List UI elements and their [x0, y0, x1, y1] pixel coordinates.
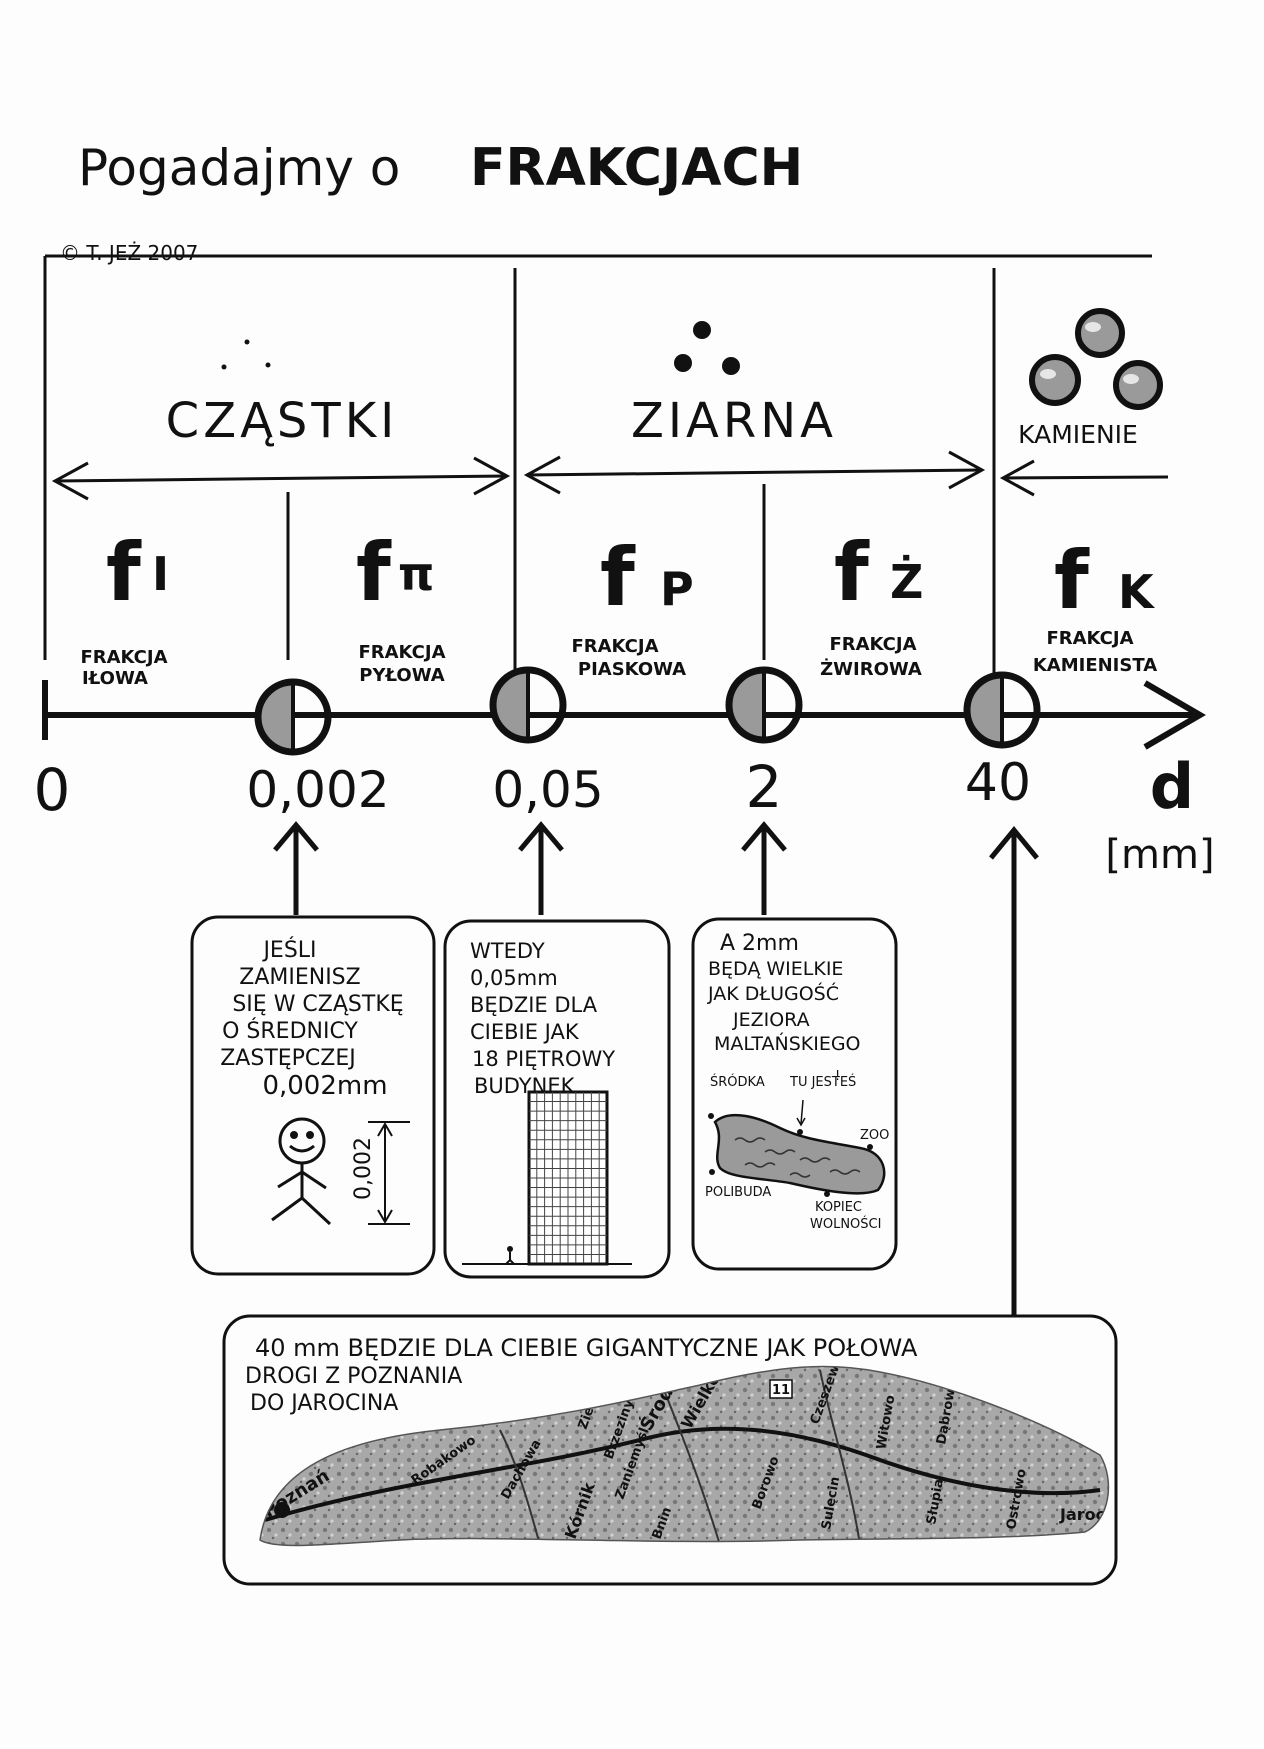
title-bold: FRAKCJACH [470, 138, 803, 198]
symbol-fpi-sub: π [398, 547, 434, 601]
map-jarocin: Jarocin [1059, 1505, 1122, 1524]
group-kamienie: KAMIENIE [1018, 420, 1138, 449]
route-line [264, 1426, 1101, 1522]
label-ilowa-1: FRAKCJA [80, 647, 167, 668]
gravel-line-2: DROGI Z POZNANIA [245, 1364, 462, 1389]
size-axis: 0 0,002 0,05 2 40 d [mm] [34, 666, 1215, 878]
tick-0: 0 [34, 756, 71, 824]
silt-box-frame [443, 919, 671, 1279]
group-czastki: CZĄSTKI [166, 393, 399, 449]
label-piaskowa-1: FRAKCJA [571, 636, 658, 657]
range-arrows [51, 450, 1169, 501]
tick-005: 0,05 [492, 761, 603, 819]
gravel-box-frame [222, 1314, 1118, 1586]
road-sign [769, 1379, 793, 1399]
copyright-note: © T. JEŻ 2007 [60, 241, 198, 265]
road-map-image: Poznań Michałowo Szewce Robakowo Dachowa… [260, 1366, 1122, 1546]
clay-line-3: SIĘ W CZĄSTKĘ [232, 992, 403, 1017]
boundary-marker-0002 [254, 678, 332, 756]
fraction-labels: FRAKCJA IŁOWA FRAKCJA PYŁOWA FRAKCJA PIA… [80, 628, 1157, 689]
gravel-line-3: DO JAROCINA [250, 1391, 398, 1416]
sand-box-frame [691, 917, 898, 1271]
axis-unit: [mm] [1105, 832, 1214, 878]
label-ilowa-2: IŁOWA [82, 668, 148, 689]
symbol-fp: f [600, 531, 636, 624]
symbol-fk: f [1054, 534, 1090, 627]
map-polibuda: POLIBUDA [705, 1185, 771, 1200]
gravel-box: 40 mm BĘDZIE DLA CIEBIE GIGANTYCZNE JAK … [222, 1314, 1122, 1586]
label-pylowa-2: PYŁOWA [359, 665, 444, 686]
symbol-fi-sub: I [152, 547, 169, 601]
stones-icon [1029, 308, 1163, 410]
symbol-fi: f [106, 526, 142, 619]
silt-line-1: WTEDY [470, 939, 545, 963]
tick-2: 2 [746, 753, 783, 821]
clay-box-frame [190, 915, 436, 1276]
pointer-arrows [273, 821, 1039, 1315]
grain-dots-icon [674, 321, 740, 375]
label-zwirowa-2: ŻWIROWA [820, 658, 922, 680]
symbol-fz: f [834, 526, 870, 619]
boundary-marker-2 [725, 666, 803, 744]
title-plain: Pogadajmy o [78, 139, 400, 197]
silt-line-3: BĘDZIE DLA [470, 993, 598, 1017]
start-point-marker [274, 1502, 290, 1518]
map-kopiec-1: KOPIEC [815, 1200, 862, 1215]
map-tu-jestes: TU JESTEŚ [789, 1074, 856, 1090]
clay-line-5: ZASTĘPCZEJ [220, 1046, 356, 1071]
sand-line-3: JAK DŁUGOŚĆ [707, 981, 839, 1005]
sand-line-4: JEZIORA [732, 1009, 810, 1031]
label-zwirowa-1: FRAKCJA [829, 634, 916, 655]
lake-map-icon [708, 1099, 886, 1197]
gravel-line-1: 40 mm BĘDZIE DLA CIEBIE GIGANTYCZNE JAK … [255, 1334, 918, 1362]
building-icon [462, 1090, 632, 1266]
particle-dots-icon [221, 339, 271, 370]
symbol-fz-sub: Ż [890, 555, 923, 609]
map-m2: Szewce [431, 1385, 482, 1431]
symbol-fp-sub: P [660, 562, 694, 616]
label-piaskowa-2: PIASKOWA [578, 659, 686, 680]
label-kamienista-2: KAMIENISTA [1033, 655, 1157, 676]
boundary-marker-40 [963, 671, 1041, 749]
label-kamienista-1: FRAKCJA [1046, 628, 1133, 649]
sand-line-2: BĘDĄ WIELKIE [708, 958, 843, 980]
boundary-marker-005 [489, 666, 567, 744]
sand-line-1: A 2mm [720, 931, 799, 956]
axis-variable: d [1150, 750, 1194, 823]
axis-arrowhead [1143, 680, 1206, 750]
dimension-label: 0,002 [351, 1137, 376, 1200]
map-road: 11 [772, 1383, 790, 1398]
silt-line-5: 18 PIĘTROWY [472, 1047, 615, 1071]
symbol-fpi: f [356, 526, 392, 619]
fraction-symbols: f I f π f P f Ż f K [106, 526, 1156, 627]
map-excl: ! [835, 1069, 840, 1084]
silt-box: WTEDY 0,05mm BĘDZIE DLA CIEBIE JAK 18 PI… [443, 919, 671, 1279]
silt-line-4: CIEBIE JAK [470, 1020, 580, 1044]
clay-line-2: ZAMIENISZ [239, 965, 360, 990]
sand-line-5: MALTAŃSKIEGO [714, 1032, 861, 1055]
silt-line-2: 0,05mm [470, 966, 558, 990]
map-kopiec-2: WOLNOŚCI [810, 1216, 881, 1232]
symbol-fk-sub: K [1118, 565, 1156, 619]
road-map-outline [259, 1365, 1110, 1547]
dimension-marker [368, 1121, 410, 1225]
stick-figure-icon [271, 1117, 332, 1226]
clay-box: JEŚLI ZAMIENISZ SIĘ W CZĄSTKĘ O ŚREDNICY… [190, 915, 436, 1276]
map-zoo: ZOO [860, 1128, 889, 1143]
range-arrow-kamienie [1002, 475, 1169, 480]
range-arrow-czastki [54, 474, 508, 483]
clay-line-4: O ŚREDNICY [222, 1018, 358, 1044]
clay-line-6: 0,002mm [262, 1071, 387, 1101]
map-srodka: ŚRÓDKA [710, 1074, 765, 1090]
clay-line-1: JEŚLI [261, 937, 316, 963]
range-arrow-ziarna [526, 468, 983, 477]
tick-0002: 0,002 [246, 761, 389, 819]
group-ziarna: ZIARNA [631, 393, 837, 449]
label-pylowa-1: FRAKCJA [358, 642, 445, 663]
frame-lines [43, 254, 1152, 690]
tick-40: 40 [965, 753, 1031, 813]
sand-box: A 2mm BĘDĄ WIELKIE JAK DŁUGOŚĆ JEZIORA M… [691, 917, 898, 1271]
